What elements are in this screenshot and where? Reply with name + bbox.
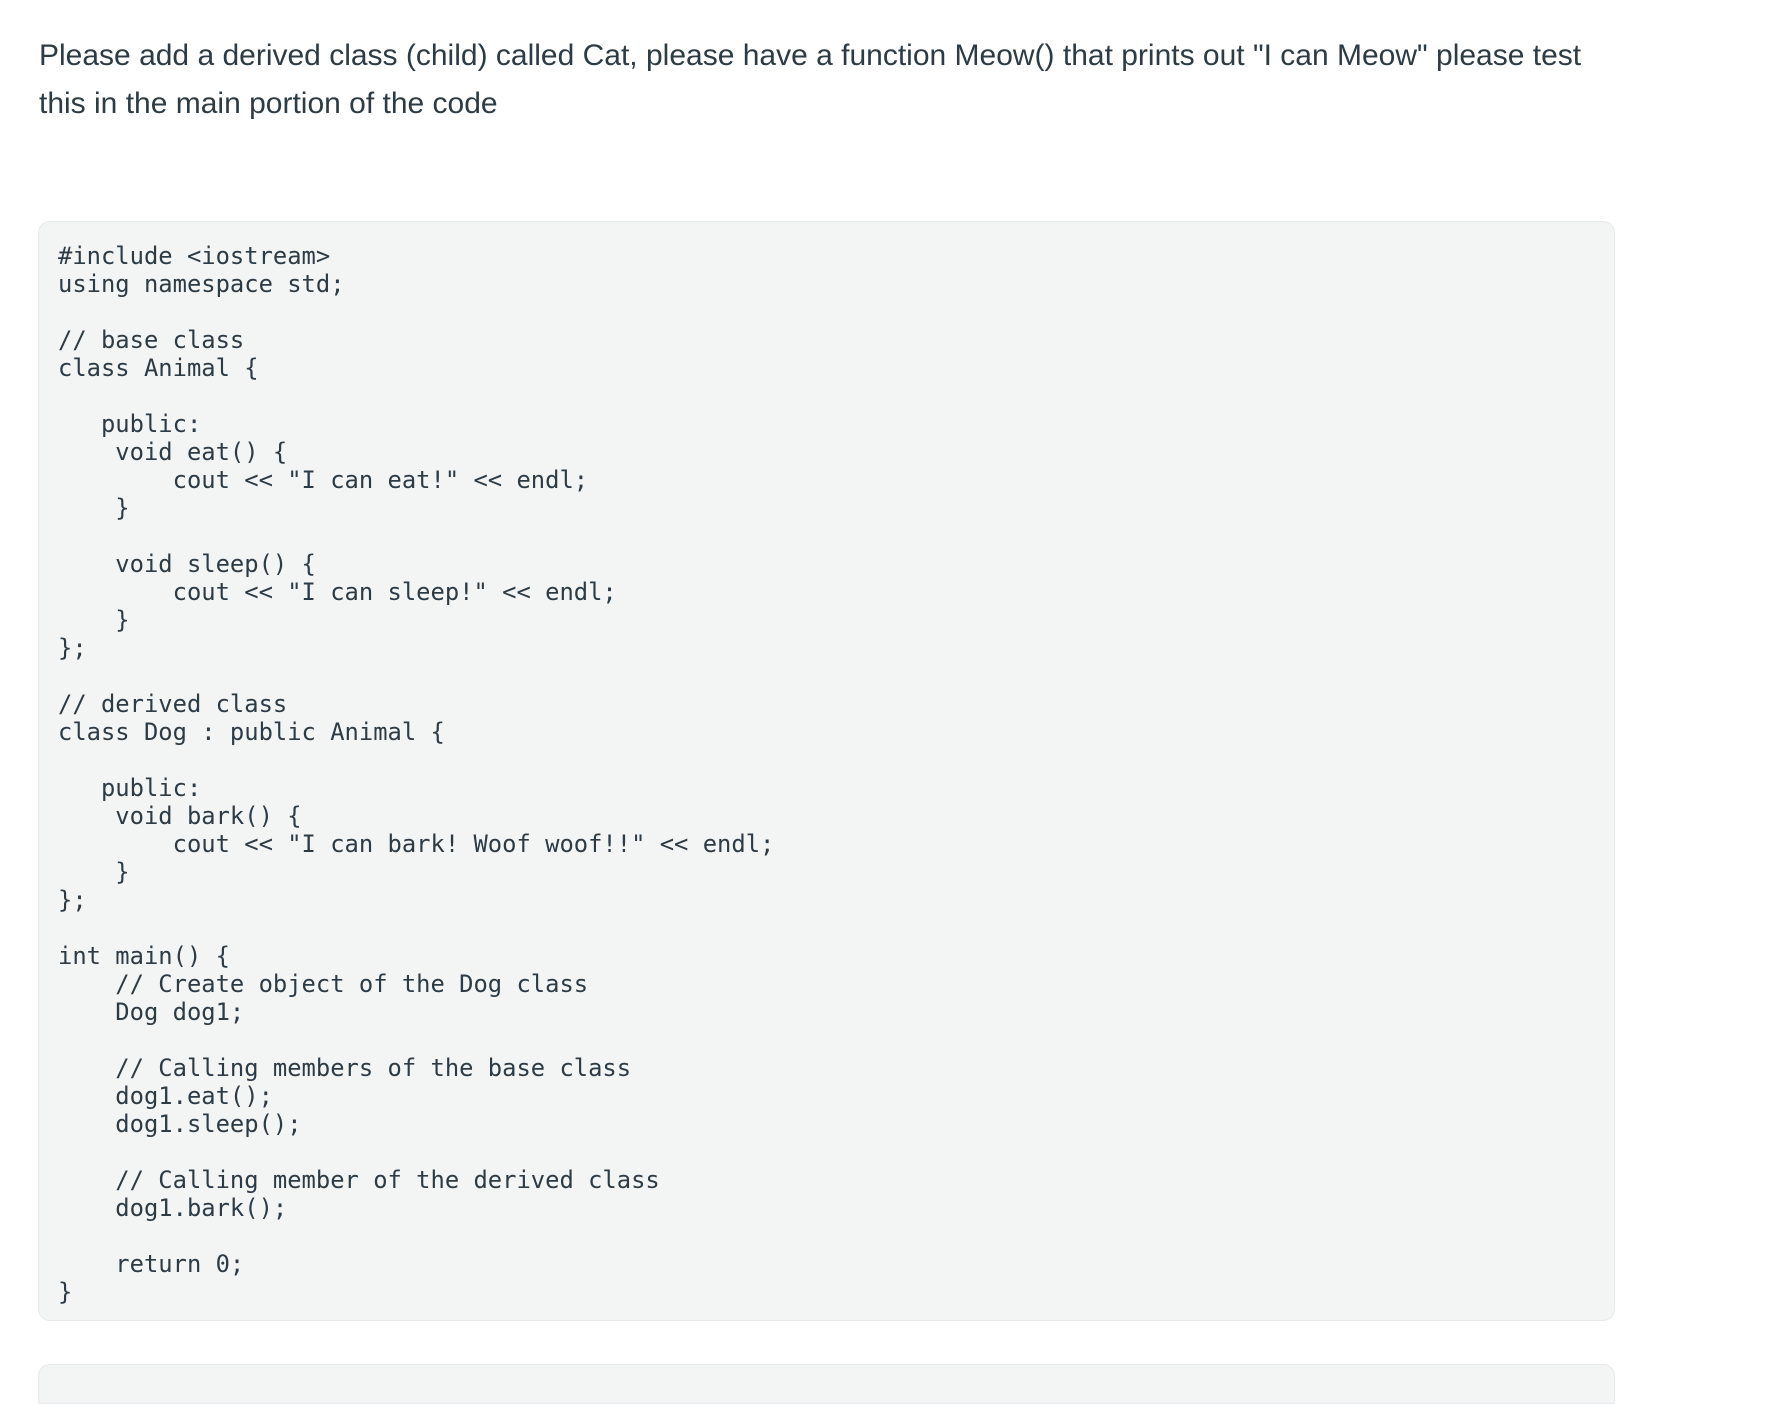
code-line: using namespace std; (58, 270, 345, 298)
question-text: Please add a derived class (child) calle… (39, 39, 1582, 120)
code-line: cout << "I can eat!" << endl; (58, 466, 589, 494)
code-line (58, 1138, 774, 1166)
code-line: public: (58, 774, 202, 802)
code-line: // Calling member of the derived class (58, 1166, 660, 1194)
code-line: public: (58, 410, 202, 438)
code-line: } (58, 1278, 73, 1306)
code-line: class Animal { (58, 354, 259, 382)
code-line: dog1.bark(); (58, 1194, 288, 1222)
code-line: }; (58, 634, 87, 662)
code-line: int main() { (58, 942, 230, 970)
code-line (58, 298, 774, 326)
code-line: } (58, 494, 130, 522)
code-line (58, 1222, 774, 1250)
code-line: // Create object of the Dog class (58, 970, 589, 998)
code-line: return 0; (58, 1250, 245, 1278)
code-line: class Dog : public Animal { (58, 718, 445, 746)
code-line: } (58, 858, 130, 886)
code-content: #include <iostream>using namespace std; /… (58, 242, 774, 1306)
code-line: // derived class (58, 690, 288, 718)
code-line: void sleep() { (58, 550, 316, 578)
code-line: } (58, 606, 130, 634)
code-line: #include <iostream> (58, 242, 331, 270)
code-line: void eat() { (58, 438, 288, 466)
code-line: cout << "I can sleep!" << endl; (58, 578, 617, 606)
code-line (58, 914, 774, 942)
code-line: }; (58, 886, 87, 914)
code-line: void bark() { (58, 802, 302, 830)
code-line: dog1.sleep(); (58, 1110, 302, 1138)
code-block: #include <iostream>using namespace std; /… (38, 221, 1615, 1321)
code-line: Dog dog1; (58, 998, 245, 1026)
code-line: // base class (58, 326, 245, 354)
code-line (58, 522, 774, 550)
next-code-block-edge (38, 1364, 1615, 1404)
code-line (58, 662, 774, 690)
code-line: // Calling members of the base class (58, 1054, 632, 1082)
code-line (58, 746, 774, 774)
code-line (58, 382, 774, 410)
code-line (58, 1026, 774, 1054)
code-line: dog1.eat(); (58, 1082, 273, 1110)
code-line: cout << "I can bark! Woof woof!!" << end… (58, 830, 775, 858)
